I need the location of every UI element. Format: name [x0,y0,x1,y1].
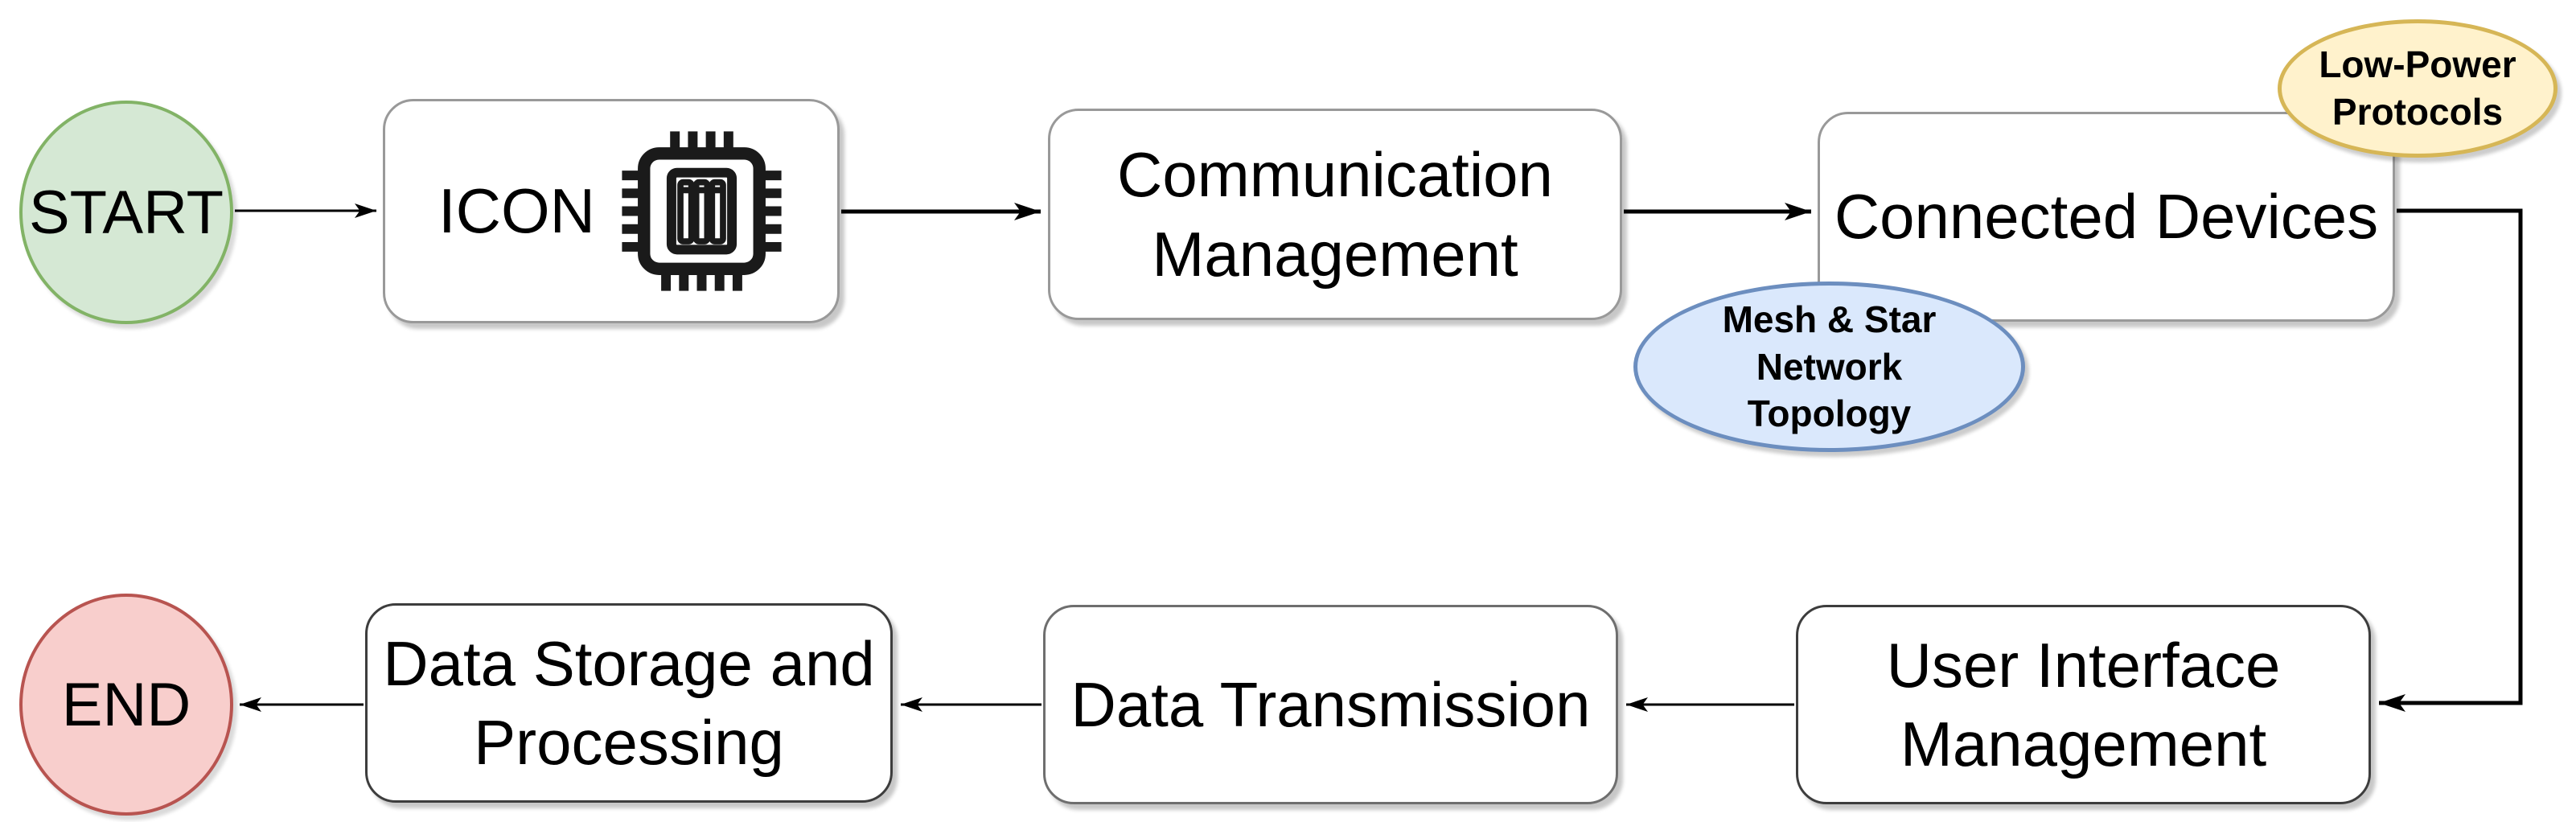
node-end: END [19,594,233,816]
node-data-transmission-label: Data Transmission [1070,668,1591,740]
label-line: User Interface [1886,629,2281,701]
label-line: Processing [474,707,784,778]
node-connected-devices: Connected Devices [1818,112,2395,322]
node-connected-devices-label: Connected Devices [1834,181,2379,253]
icon-module-content: ICON [438,129,784,294]
label-line: Management [1152,218,1518,290]
node-data-storage-processing-label: Data Storage and Processing [383,624,874,783]
annotation-line: Network [1756,345,1903,388]
node-start: START [19,101,233,324]
node-data-transmission: Data Transmission [1043,605,1618,804]
node-icon-module: ICON [383,99,840,323]
annotation-line: Topology [1747,393,1912,435]
microchip-icon [622,131,782,291]
annotation-low-power-protocols: Low-Power Protocols [2278,19,2558,158]
annotation-line: Mesh & Star [1722,298,1937,340]
annotation-mesh-star-topology: Mesh & Star Network Topology [1633,282,2025,452]
node-start-label: START [28,178,224,247]
label-line: Data Storage and [383,627,875,699]
annotation-line: Low-Power [2319,43,2516,86]
label-line: Communication [1117,139,1553,211]
node-end-label: END [61,670,191,739]
node-icon-module-label: ICON [438,175,595,247]
node-communication-management-label: Communication Management [1117,135,1553,294]
node-user-interface-management-label: User Interface Management [1887,626,2281,784]
node-user-interface-management: User Interface Management [1796,605,2371,804]
node-data-storage-processing: Data Storage and Processing [365,603,893,803]
node-communication-management: Communication Management [1048,109,1622,320]
edge-connected-devices-to-user-interface-management [2379,208,2523,712]
label-line: Management [1900,709,2267,779]
annotation-line: Protocols [2332,91,2504,133]
